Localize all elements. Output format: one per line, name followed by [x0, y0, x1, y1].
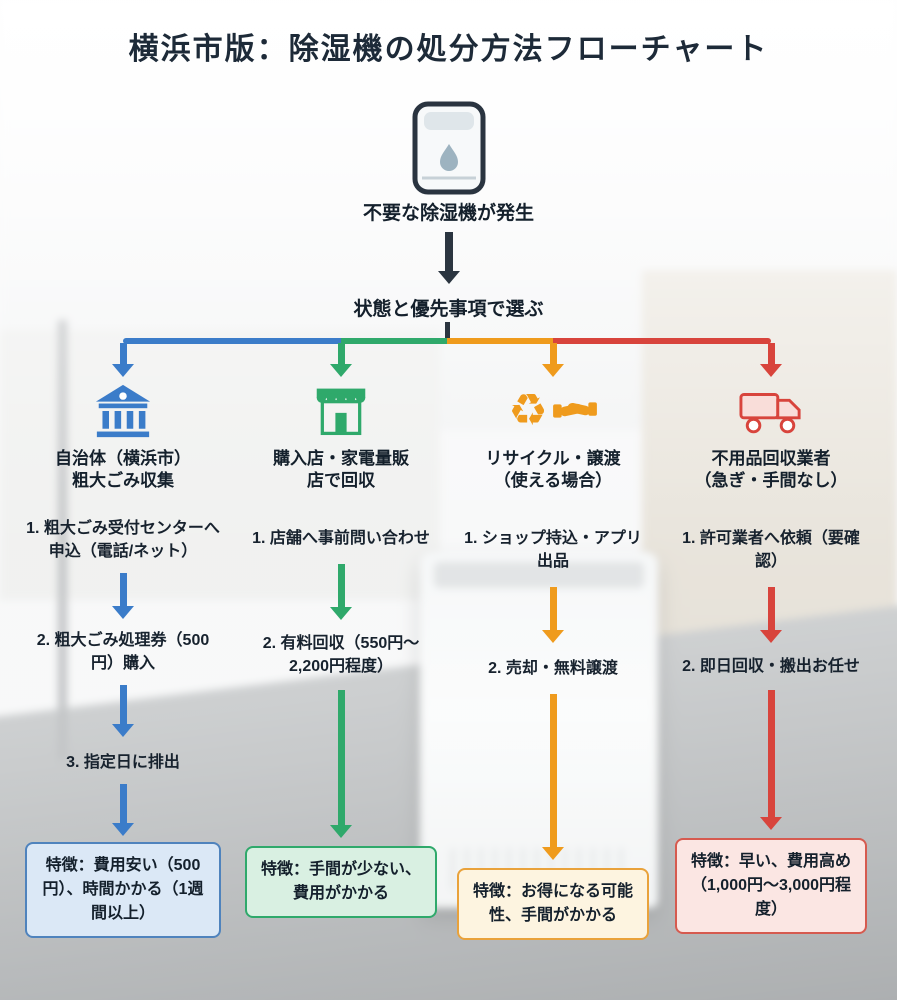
recycle-icon: ♻ [508, 385, 548, 436]
feature-box: 特徴：費用安い（500円）、時間かかる（1週間以上） [25, 842, 221, 939]
column-heading: 不用品回収業者 （急ぎ・手間なし） [694, 449, 848, 491]
dehumidifier-icon [410, 100, 488, 201]
flow-step: 2. 有料回収（550円〜2,200円程度） [262, 634, 420, 675]
feature-box: 特徴：手間が少ない、費用がかかる [245, 845, 437, 918]
flow-step: 1. 許可業者へ依頼（要確認） [682, 529, 860, 570]
decision-label: 状態と優先事項で選ぶ [353, 299, 544, 320]
column-municipal: 自治体（横浜市） 粗大ごみ収集 1. 粗大ごみ受付センターへ申込（電話/ネット）… [25, 374, 221, 939]
feature-box: 特徴：早い、費用高め（1,000円〜3,000円程度） [675, 837, 867, 934]
recycle-handshake-icon: ♻ [508, 378, 597, 444]
start-label: 不要な除湿機が発生 [362, 203, 534, 224]
down-arrow [760, 586, 782, 643]
column-recycle: ♻ リサイクル・譲渡 （使える場合） 1. ショップ持込・アプリ出品 2. 売却… [457, 374, 649, 940]
storefront-icon [311, 378, 371, 444]
government-building-icon [93, 378, 153, 444]
branch-bar-blue [123, 338, 341, 344]
column-heading: 購入店・家電量販 店で回収 [273, 449, 409, 491]
down-arrow [330, 689, 352, 838]
down-arrow [112, 572, 134, 619]
down-arrow [112, 784, 134, 837]
flow-step: 2. 売却・無料譲渡 [488, 659, 618, 677]
flow-step: 1. 粗大ごみ受付センターへ申込（電話/ネット） [26, 519, 220, 560]
branch-arrow-red [760, 343, 782, 377]
flow-step: 1. ショップ持込・アプリ出品 [464, 529, 642, 570]
decision-connector-line [445, 322, 450, 339]
branch-arrow-blue [112, 343, 134, 377]
column-junk-removal: 不用品回収業者 （急ぎ・手間なし） 1. 許可業者へ依頼（要確認） 2. 即日回… [675, 374, 867, 934]
down-arrow [112, 685, 134, 737]
branch-arrow-orange [542, 343, 564, 377]
down-arrow [542, 586, 564, 643]
page-title: 横浜市版：除湿機の処分方法フローチャート [128, 33, 769, 66]
flow-step: 2. 粗大ごみ処理券（500円）購入 [36, 631, 210, 672]
handshake-icon [552, 402, 597, 418]
down-arrow-black [437, 232, 460, 284]
down-arrow [330, 563, 352, 620]
branch-bar-green [341, 338, 447, 344]
feature-box: 特徴：お得になる可能性、手間がかかる [457, 867, 649, 940]
branch-arrow-green [330, 343, 352, 377]
column-retailer: 購入店・家電量販 店で回収 1. 店舗へ事前問い合わせ 2. 有料回収（550円… [245, 374, 437, 918]
column-heading: リサイクル・譲渡 （使える場合） [485, 449, 621, 491]
down-arrow [542, 693, 564, 860]
truck-icon [739, 378, 803, 444]
branch-bar-orange [447, 338, 553, 344]
flow-step: 2. 即日回収・搬出お任せ [682, 657, 860, 675]
column-heading: 自治体（横浜市） 粗大ごみ収集 [55, 449, 191, 491]
branch-bar-red [553, 338, 771, 344]
branch-bar [123, 338, 771, 344]
down-arrow [760, 689, 782, 830]
flow-step: 3. 指定日に排出 [66, 754, 180, 771]
flow-step: 1. 店舗へ事前問い合わせ [252, 529, 430, 547]
